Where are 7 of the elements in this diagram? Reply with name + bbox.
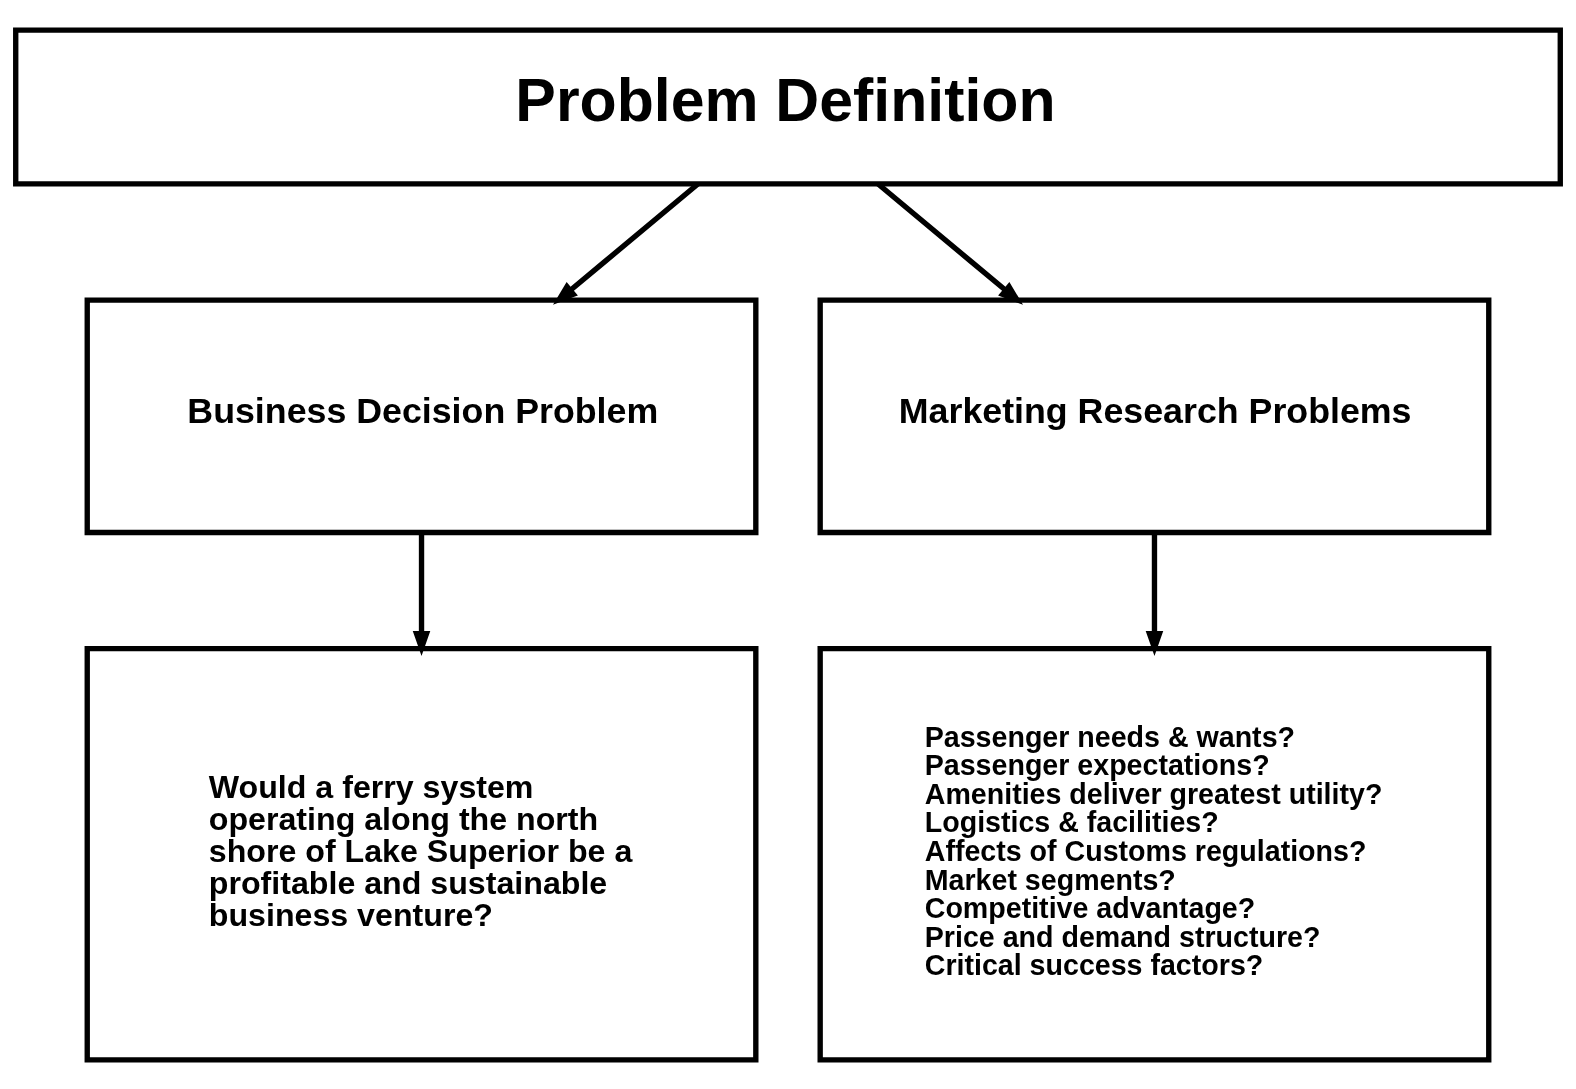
node-box: Marketing Research Problems xyxy=(817,296,1492,535)
node-box: Problem Definition xyxy=(13,26,1563,187)
node-box: Would a ferry system operating along the north shore of Lake Superior be a profitable and sustainable business venture? xyxy=(84,645,759,1063)
node-box: Business Decision Problem xyxy=(84,296,759,535)
arrow xyxy=(1145,532,1164,656)
arrow xyxy=(412,532,431,656)
node-box: Passenger needs & wants? Passenger expectations? Amenities deliver greatest utility? Logistics & facilities? Affects of Customs regulations? Market segments? Competitive advantage? Price and demand structure? Critical success factors? xyxy=(817,645,1492,1063)
